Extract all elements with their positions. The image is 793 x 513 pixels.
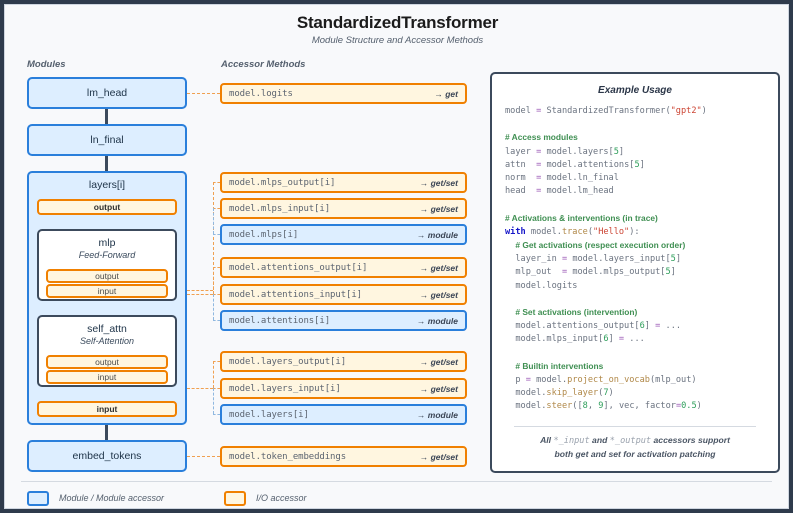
accessors-column-caption: Accessor Methods bbox=[221, 59, 306, 70]
accessor-code: model.layers[i] bbox=[229, 409, 309, 420]
panel-note-a: All bbox=[540, 435, 554, 445]
accessor-row-attentions-output[interactable]: model.attentions_output[i] → get/set bbox=[220, 257, 467, 278]
connector-attentions-module bbox=[213, 320, 220, 321]
legend-label-module: Module / Module accessor bbox=[59, 493, 165, 503]
module-ln-final[interactable]: ln_final bbox=[27, 124, 187, 156]
connector-mlps-module bbox=[213, 234, 220, 235]
accessor-row-token-embeddings[interactable]: model.token_embeddings → get/set bbox=[220, 446, 467, 467]
connector-attentions-input bbox=[213, 294, 220, 295]
connector-lm-head-logits bbox=[187, 93, 220, 94]
connector-layers-module-vertical bbox=[213, 388, 214, 414]
accessor-kind: → get/set bbox=[419, 451, 458, 462]
accessor-code: model.layers_output[i] bbox=[229, 356, 347, 367]
modules-column-caption: Modules bbox=[27, 59, 66, 70]
legend-divider bbox=[21, 481, 772, 482]
io-mlp-input[interactable]: input bbox=[46, 284, 168, 298]
accessor-code: model.layers_input[i] bbox=[229, 383, 341, 394]
accessor-row-attentions-module[interactable]: model.attentions[i] → module bbox=[220, 310, 467, 331]
connector-layers-module bbox=[213, 414, 220, 415]
connector-mlp-stub bbox=[187, 290, 213, 291]
legend-swatch-module bbox=[27, 491, 49, 506]
module-lm-head[interactable]: lm_head bbox=[27, 77, 187, 109]
accessor-code: model.mlps[i] bbox=[229, 229, 299, 240]
panel-note: All *_input and *_output accessors suppo… bbox=[502, 434, 768, 461]
module-embed-tokens[interactable]: embed_tokens bbox=[27, 440, 187, 472]
panel-note-c: accessors support bbox=[651, 435, 730, 445]
connector-embed-tokens-accessor bbox=[187, 456, 220, 457]
connector-layers-to-embed bbox=[105, 425, 108, 440]
legend-swatch-io bbox=[224, 491, 246, 506]
accessor-row-layers-module[interactable]: model.layers[i] → module bbox=[220, 404, 467, 425]
panel-note-line2: both get and set for activation patching bbox=[554, 449, 716, 459]
accessor-kind: → module bbox=[416, 229, 458, 240]
connector-attentions-output bbox=[213, 267, 220, 268]
submodule-self-attn-label: self_attn bbox=[87, 323, 127, 335]
submodule-mlp-label: mlp bbox=[98, 237, 116, 249]
connector-lm-head-to-ln-final bbox=[105, 109, 108, 124]
page-subtitle: Module Structure and Accessor Methods bbox=[311, 35, 484, 46]
connector-mlps-output bbox=[213, 182, 220, 183]
accessor-row-layers-output[interactable]: model.layers_output[i] → get/set bbox=[220, 351, 467, 372]
accessor-kind: → module bbox=[416, 409, 458, 420]
accessor-row-mlps-input[interactable]: model.mlps_input[i] → get/set bbox=[220, 198, 467, 219]
connector-attentions-module-vertical bbox=[213, 294, 214, 320]
connector-mlps-module-vertical bbox=[213, 208, 214, 234]
example-code-block: model = StandardizedTransformer("gpt2") … bbox=[505, 106, 707, 412]
connector-mlps-input bbox=[213, 208, 220, 209]
module-embed-tokens-label: embed_tokens bbox=[72, 450, 142, 462]
page-title: StandardizedTransformer bbox=[296, 13, 499, 32]
accessor-kind: → get/set bbox=[419, 262, 458, 273]
accessor-kind: → get/set bbox=[419, 356, 458, 367]
accessor-code: model.logits bbox=[229, 88, 293, 99]
accessor-kind: → get/set bbox=[419, 203, 458, 214]
accessor-code: model.mlps_output[i] bbox=[229, 177, 336, 188]
io-self-attn-input[interactable]: input bbox=[46, 370, 168, 384]
accessor-kind: → module bbox=[416, 315, 458, 326]
module-layers-label: layers[i] bbox=[88, 179, 126, 191]
accessor-code: model.attentions_output[i] bbox=[229, 262, 368, 273]
connector-layers-stub bbox=[187, 388, 213, 389]
panel-divider bbox=[514, 426, 756, 427]
panel-note-mono-input: *_input bbox=[553, 436, 590, 446]
accessor-row-layers-input[interactable]: model.layers_input[i] → get/set bbox=[220, 378, 467, 399]
accessor-kind: → get/set bbox=[419, 177, 458, 188]
connector-mlp-vertical bbox=[213, 182, 214, 290]
connector-attn-vertical bbox=[213, 267, 214, 294]
accessor-kind: → get/set bbox=[419, 289, 458, 300]
accessor-kind: → get bbox=[434, 88, 458, 99]
module-ln-final-label: ln_final bbox=[90, 134, 124, 146]
accessor-code: model.token_embeddings bbox=[229, 451, 347, 462]
example-usage-panel: Example Usage model = StandardizedTransf… bbox=[490, 72, 780, 473]
connector-layers-output bbox=[213, 361, 220, 362]
io-layers-input[interactable]: input bbox=[37, 401, 177, 417]
connector-attn-stub bbox=[187, 294, 213, 295]
accessor-code: model.attentions_input[i] bbox=[229, 289, 362, 300]
accessor-row-attentions-input[interactable]: model.attentions_input[i] → get/set bbox=[220, 284, 467, 305]
panel-note-mono-output: *_output bbox=[609, 436, 652, 446]
accessor-row-mlps-output[interactable]: model.mlps_output[i] → get/set bbox=[220, 172, 467, 193]
panel-note-b: and bbox=[589, 435, 610, 445]
accessor-row-mlps-module[interactable]: model.mlps[i] → module bbox=[220, 224, 467, 245]
connector-layers-input bbox=[213, 388, 220, 389]
io-mlp-output[interactable]: output bbox=[46, 269, 168, 283]
submodule-mlp-subtitle: Feed-Forward bbox=[78, 250, 136, 260]
accessor-code: model.mlps_input[i] bbox=[229, 203, 331, 214]
accessor-row-logits[interactable]: model.logits → get bbox=[220, 83, 467, 104]
submodule-self-attn-subtitle: Self-Attention bbox=[79, 336, 135, 346]
accessor-kind: → get/set bbox=[419, 383, 458, 394]
module-lm-head-label: lm_head bbox=[86, 87, 128, 99]
connector-layers-vertical bbox=[213, 361, 214, 388]
diagram-canvas: StandardizedTransformer Module Structure… bbox=[4, 4, 789, 509]
legend-label-io: I/O accessor bbox=[256, 493, 307, 503]
accessor-code: model.attentions[i] bbox=[229, 315, 331, 326]
example-usage-title: Example Usage bbox=[598, 85, 672, 96]
io-layers-output[interactable]: output bbox=[37, 199, 177, 215]
connector-ln-final-to-layers bbox=[105, 156, 108, 171]
io-self-attn-output[interactable]: output bbox=[46, 355, 168, 369]
